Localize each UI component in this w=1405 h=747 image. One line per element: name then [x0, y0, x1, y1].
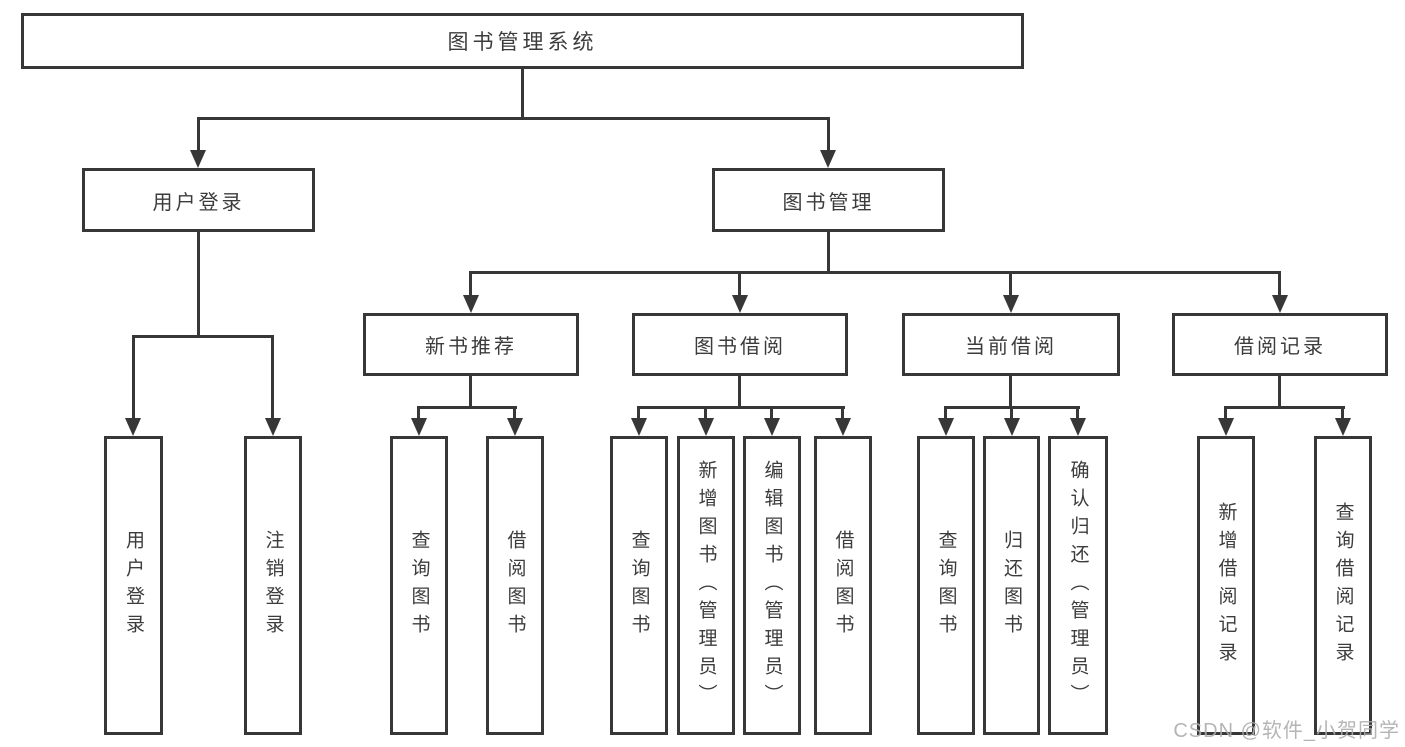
connector-line	[738, 271, 741, 299]
connector-line	[197, 117, 200, 154]
leaf-borrow-add-books-admin: 新增图书（管理员）	[677, 436, 735, 735]
leaf-label: 查询图书	[628, 529, 650, 642]
connector-line	[271, 335, 274, 422]
arrow-down-icon	[1004, 418, 1020, 436]
leaf-label: 查询图书	[935, 529, 957, 642]
connector-line	[1010, 406, 1013, 422]
leaf-label: 注销登录	[262, 529, 284, 642]
node-label: 借阅记录	[1234, 336, 1326, 358]
node-book-borrow: 图书借阅	[632, 313, 848, 376]
arrow-down-icon	[125, 418, 141, 436]
arrow-down-icon	[631, 418, 647, 436]
node-label: 图书借阅	[694, 336, 786, 358]
node-book-management: 图书管理	[712, 168, 945, 232]
connector-line	[1278, 271, 1281, 299]
leaf-label: 用户登录	[123, 529, 144, 642]
leaf-borrow-edit-books-admin: 编辑图书（管理员）	[743, 436, 801, 735]
leaf-label: 确认归还（管理员）	[1067, 459, 1089, 712]
leaf-label: 借阅图书	[504, 529, 526, 642]
node-new-book-recommend: 新书推荐	[363, 313, 579, 376]
arrow-down-icon	[938, 418, 954, 436]
connector-line	[827, 117, 830, 154]
leaf-recommend-query-books: 查询图书	[390, 436, 448, 735]
node-root-system: 图书管理系统	[21, 13, 1024, 69]
connector-line	[469, 271, 1281, 274]
arrow-down-icon	[820, 150, 836, 168]
connector-line	[944, 406, 947, 422]
arrow-down-icon	[1070, 418, 1086, 436]
leaf-current-confirm-return-admin: 确认归还（管理员）	[1048, 436, 1108, 735]
arrow-down-icon	[190, 150, 206, 168]
arrow-down-icon	[1218, 418, 1234, 436]
arrow-down-icon	[507, 418, 523, 436]
leaf-records-query-record: 查询借阅记录	[1314, 436, 1372, 735]
connector-line	[132, 335, 135, 422]
arrow-down-icon	[1335, 418, 1351, 436]
leaf-label: 查询借阅记录	[1332, 501, 1354, 670]
connector-line	[637, 406, 845, 409]
leaf-records-add-record: 新增借阅记录	[1197, 436, 1255, 735]
node-label: 新书推荐	[425, 336, 517, 358]
connector-line	[637, 406, 640, 422]
connector-line	[1224, 406, 1227, 422]
connector-line	[827, 232, 830, 274]
arrow-down-icon	[463, 295, 479, 313]
leaf-label: 借阅图书	[832, 529, 854, 642]
node-label: 当前借阅	[965, 336, 1057, 358]
connector-line	[521, 69, 524, 120]
leaf-current-return-books: 归还图书	[983, 436, 1040, 735]
connector-line	[1278, 376, 1281, 409]
connector-line	[1009, 271, 1012, 299]
connector-line	[1341, 406, 1344, 422]
connector-line	[469, 376, 472, 409]
node-user-login: 用户登录	[82, 168, 315, 232]
csdn-watermark: CSDN @软件_小贺同学	[1173, 720, 1400, 742]
arrow-down-icon	[265, 418, 281, 436]
connector-line	[1009, 376, 1012, 409]
connector-line	[513, 406, 516, 422]
arrow-down-icon	[411, 418, 427, 436]
connector-line	[417, 406, 420, 422]
connector-line	[469, 271, 472, 299]
connector-line	[1224, 406, 1345, 409]
arrow-down-icon	[764, 418, 780, 436]
connector-line	[197, 117, 830, 120]
arrow-down-icon	[1272, 295, 1288, 313]
node-current-borrow: 当前借阅	[902, 313, 1120, 376]
connector-line	[704, 406, 707, 422]
leaf-label: 新增图书（管理员）	[695, 459, 717, 712]
arrow-down-icon	[1003, 295, 1019, 313]
connector-line	[197, 232, 200, 338]
arrow-down-icon	[835, 418, 851, 436]
leaf-borrow-query-books: 查询图书	[610, 436, 668, 735]
leaf-user-login: 用户登录	[104, 436, 163, 735]
leaf-label: 查询图书	[408, 529, 430, 642]
leaf-label: 新增借阅记录	[1215, 501, 1237, 670]
node-label: 图书管理系统	[447, 31, 598, 54]
connector-line	[841, 406, 844, 422]
connector-line	[132, 335, 274, 338]
leaf-recommend-borrow-books: 借阅图书	[486, 436, 544, 735]
arrow-down-icon	[732, 295, 748, 313]
connector-line	[770, 406, 773, 422]
leaf-borrow-borrow-books: 借阅图书	[814, 436, 872, 735]
leaf-logout: 注销登录	[244, 436, 302, 735]
arrow-down-icon	[698, 418, 714, 436]
connector-line	[1076, 406, 1079, 422]
node-label: 图书管理	[782, 191, 875, 214]
leaf-label: 编辑图书（管理员）	[761, 459, 783, 712]
node-borrow-records: 借阅记录	[1172, 313, 1388, 376]
leaf-current-query-books: 查询图书	[917, 436, 975, 735]
connector-line	[738, 376, 741, 409]
connector-line	[417, 406, 517, 409]
leaf-label: 归还图书	[1001, 529, 1022, 642]
node-label: 用户登录	[152, 191, 245, 214]
